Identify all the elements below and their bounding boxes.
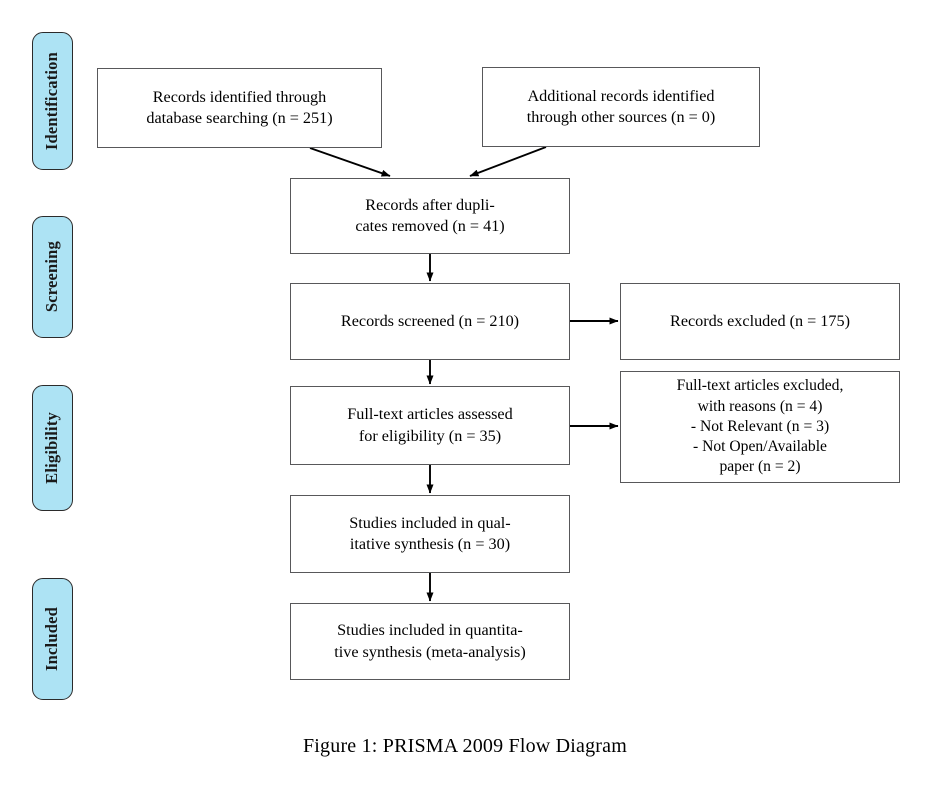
- flow-box-text-records-identified-database: Records identified through database sear…: [146, 87, 333, 127]
- stage-label-identification: Identification: [42, 51, 62, 151]
- stage-pill-screening: Screening: [32, 216, 73, 338]
- flow-box-text-records-excluded: Records excluded (n = 175): [670, 311, 850, 330]
- stage-label-screening: Screening: [42, 241, 62, 313]
- figure-caption: Figure 1: PRISMA 2009 Flow Diagram: [302, 735, 628, 757]
- flow-box-additional-records-other-sources: Additional records identified through ot…: [482, 67, 760, 147]
- flow-box-text-studies-qualitative: Studies included in qual- itative synthe…: [349, 513, 511, 553]
- flow-box-text-records-after-duplicates: Records after dupli- cates removed (n = …: [355, 195, 505, 235]
- flow-box-text-fulltext-excluded: Full-text articles excluded, with reason…: [676, 377, 844, 476]
- flow-box-text-fulltext-assessed: Full-text articles assessed for eligibil…: [347, 405, 513, 445]
- flow-box-studies-qualitative: Studies included in qual- itative synthe…: [290, 495, 570, 573]
- flow-box-records-excluded: Records excluded (n = 175): [620, 283, 900, 360]
- arrow-othersources-to-duplicates: [469, 146, 547, 177]
- flow-box-fulltext-excluded: Full-text articles excluded, with reason…: [620, 371, 900, 483]
- flow-box-fulltext-assessed: Full-text articles assessed for eligibil…: [290, 386, 570, 465]
- stage-pill-eligibility: Eligibility: [32, 385, 73, 511]
- stage-label-included: Included: [42, 607, 62, 671]
- flow-box-text-additional-records-other-sources: Additional records identified through ot…: [526, 86, 716, 126]
- arrow-database-to-duplicates: [309, 147, 391, 177]
- flow-box-studies-quantitative: Studies included in quantita- tive synth…: [290, 603, 570, 680]
- flow-box-records-screened: Records screened (n = 210): [290, 283, 570, 360]
- flow-box-records-identified-database: Records identified through database sear…: [97, 68, 382, 148]
- stage-label-eligibility: Eligibility: [42, 412, 62, 484]
- stage-pill-identification: Identification: [32, 32, 73, 170]
- flow-box-records-after-duplicates: Records after dupli- cates removed (n = …: [290, 178, 570, 254]
- flow-box-text-records-screened: Records screened (n = 210): [340, 311, 520, 330]
- flow-box-text-studies-quantitative: Studies included in quantita- tive synth…: [334, 621, 526, 661]
- stage-pill-included: Included: [32, 578, 73, 700]
